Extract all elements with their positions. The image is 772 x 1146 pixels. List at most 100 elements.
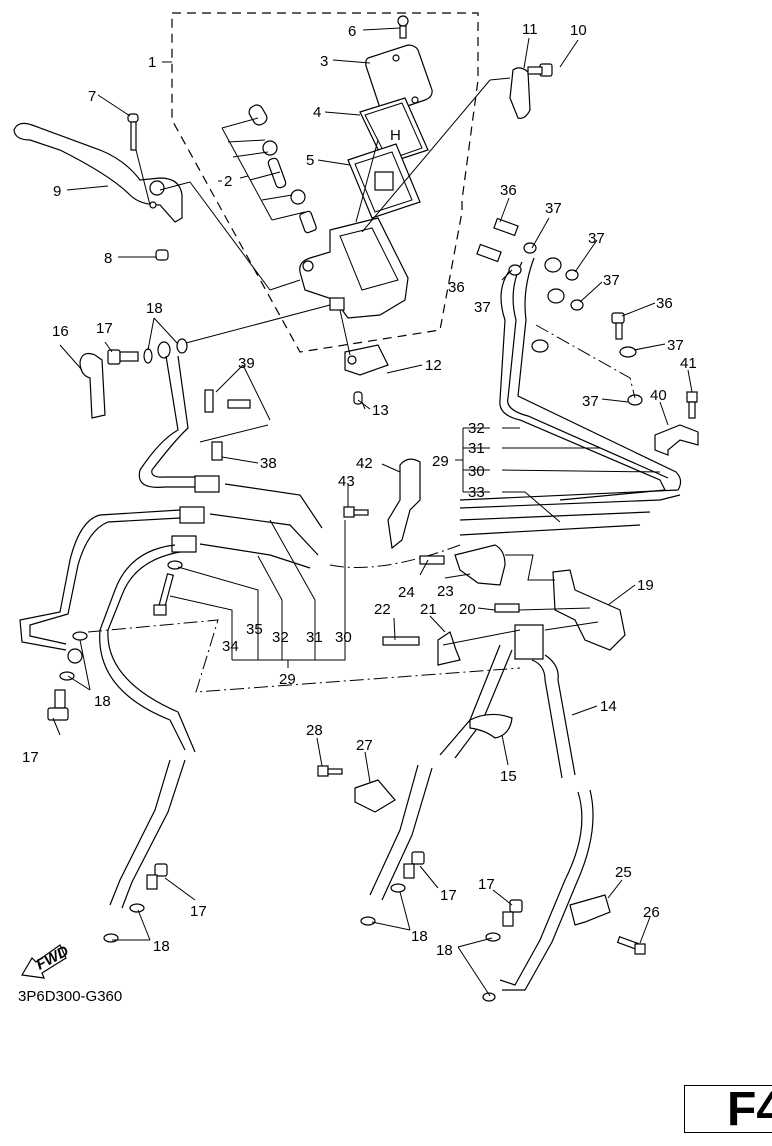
union-bolt[interactable]: [403, 851, 425, 879]
hose-band[interactable]: [469, 713, 513, 739]
pipe-clamp[interactable]: [654, 424, 699, 456]
callout-41[interactable]: 41: [680, 355, 697, 372]
hose-bracket[interactable]: [211, 441, 223, 461]
callout-25[interactable]: 25: [615, 864, 632, 881]
callout-37[interactable]: 37: [667, 337, 684, 354]
callout-3[interactable]: 3: [320, 53, 328, 70]
callout-36[interactable]: 36: [500, 182, 517, 199]
clamp-bolt[interactable]: [686, 391, 698, 419]
bolt[interactable]: [616, 935, 646, 955]
holder-bolt[interactable]: [527, 63, 553, 77]
union-bolt[interactable]: [107, 349, 139, 365]
callout-32[interactable]: 32: [468, 420, 485, 437]
union-bolt[interactable]: [476, 243, 502, 263]
lever-nut[interactable]: [155, 249, 169, 261]
callout-39[interactable]: 39: [238, 355, 255, 372]
diaphragm[interactable]: [347, 143, 421, 219]
bolt[interactable]: [317, 765, 343, 777]
hose-joint[interactable]: [194, 475, 220, 493]
callout-1[interactable]: 1: [148, 54, 156, 71]
copper-washer[interactable]: [72, 631, 88, 641]
callout-17[interactable]: 17: [478, 876, 495, 893]
callout-6[interactable]: 6: [348, 23, 356, 40]
callout-34[interactable]: 34: [222, 638, 239, 655]
callout-26[interactable]: 26: [643, 904, 660, 921]
callout-37[interactable]: 37: [588, 230, 605, 247]
union-bolt[interactable]: [146, 863, 168, 890]
callout-4[interactable]: 4: [313, 104, 321, 121]
brake-lever[interactable]: [13, 122, 183, 223]
bolt[interactable]: [153, 573, 175, 616]
callout-40[interactable]: 40: [650, 387, 667, 404]
callout-15[interactable]: 15: [500, 768, 517, 785]
screw[interactable]: [227, 399, 251, 409]
cap-screw[interactable]: [397, 15, 409, 39]
hose-holder[interactable]: [354, 779, 396, 813]
callout-30[interactable]: 30: [335, 629, 352, 646]
callout-27[interactable]: 27: [356, 737, 373, 754]
lever-pivot-screw[interactable]: [127, 113, 139, 151]
master-cylinder-holder[interactable]: [509, 67, 531, 119]
callout-17[interactable]: 17: [190, 903, 207, 920]
callout-17[interactable]: 17: [96, 320, 113, 337]
callout-29[interactable]: 29: [279, 671, 296, 688]
copper-washer[interactable]: [485, 932, 501, 942]
copper-washer[interactable]: [565, 269, 579, 281]
callout-23[interactable]: 23: [437, 583, 454, 600]
callout-18[interactable]: 18: [153, 938, 170, 955]
bolt[interactable]: [382, 636, 420, 646]
callout-28[interactable]: 28: [306, 722, 323, 739]
callout-29[interactable]: 29: [432, 453, 449, 470]
hose-clamp[interactable]: [569, 894, 611, 926]
callout-18[interactable]: 18: [436, 942, 453, 959]
callout-37[interactable]: 37: [545, 200, 562, 217]
callout-17[interactable]: 17: [22, 749, 39, 766]
callout-10[interactable]: 10: [570, 22, 587, 39]
callout-21[interactable]: 21: [420, 601, 437, 618]
copper-washer[interactable]: [390, 883, 406, 893]
copper-washer[interactable]: [570, 299, 584, 311]
clamp-bolt[interactable]: [343, 506, 369, 518]
callout-9[interactable]: 9: [53, 183, 61, 200]
copper-washer[interactable]: [482, 992, 496, 1002]
master-cylinder-body[interactable]: [299, 217, 409, 319]
banjo-cover[interactable]: [79, 352, 106, 419]
callout-13[interactable]: 13: [372, 402, 389, 419]
callout-20[interactable]: 20: [459, 601, 476, 618]
callout-12[interactable]: 12: [425, 357, 442, 374]
callout-33[interactable]: 33: [468, 484, 485, 501]
callout-31[interactable]: 31: [306, 629, 323, 646]
callout-8[interactable]: 8: [104, 250, 112, 267]
callout-37[interactable]: 37: [603, 272, 620, 289]
clamp[interactable]: [454, 544, 506, 586]
copper-washer[interactable]: [129, 903, 145, 913]
screw[interactable]: [204, 389, 214, 413]
copper-washer[interactable]: [508, 264, 522, 276]
callout-30[interactable]: 30: [468, 463, 485, 480]
callout-2[interactable]: 2: [224, 173, 232, 190]
union-bolt[interactable]: [502, 899, 523, 927]
hose-joint[interactable]: [179, 506, 205, 524]
union-bolt[interactable]: [47, 689, 69, 721]
hose-bracket[interactable]: [552, 569, 626, 651]
callout-22[interactable]: 22: [374, 601, 391, 618]
callout-36[interactable]: 36: [656, 295, 673, 312]
callout-17[interactable]: 17: [440, 887, 457, 904]
callout-18[interactable]: 18: [94, 693, 111, 710]
copper-washer[interactable]: [360, 916, 376, 926]
union-bolt[interactable]: [611, 312, 625, 340]
callout-11[interactable]: 11: [522, 21, 538, 38]
copper-washer[interactable]: [143, 348, 153, 364]
bolt[interactable]: [419, 555, 445, 565]
callout-37[interactable]: 37: [582, 393, 599, 410]
callout-38[interactable]: 38: [260, 455, 277, 472]
brake-light-switch[interactable]: [344, 344, 389, 376]
union-bolt[interactable]: [493, 217, 519, 237]
hose-joint[interactable]: [171, 535, 197, 553]
callout-14[interactable]: 14: [600, 698, 617, 715]
callout-35[interactable]: 35: [246, 621, 263, 638]
copper-washer[interactable]: [176, 338, 188, 354]
copper-washer[interactable]: [627, 394, 643, 406]
hose-holder[interactable]: [437, 631, 461, 666]
callout-43[interactable]: 43: [338, 473, 355, 490]
